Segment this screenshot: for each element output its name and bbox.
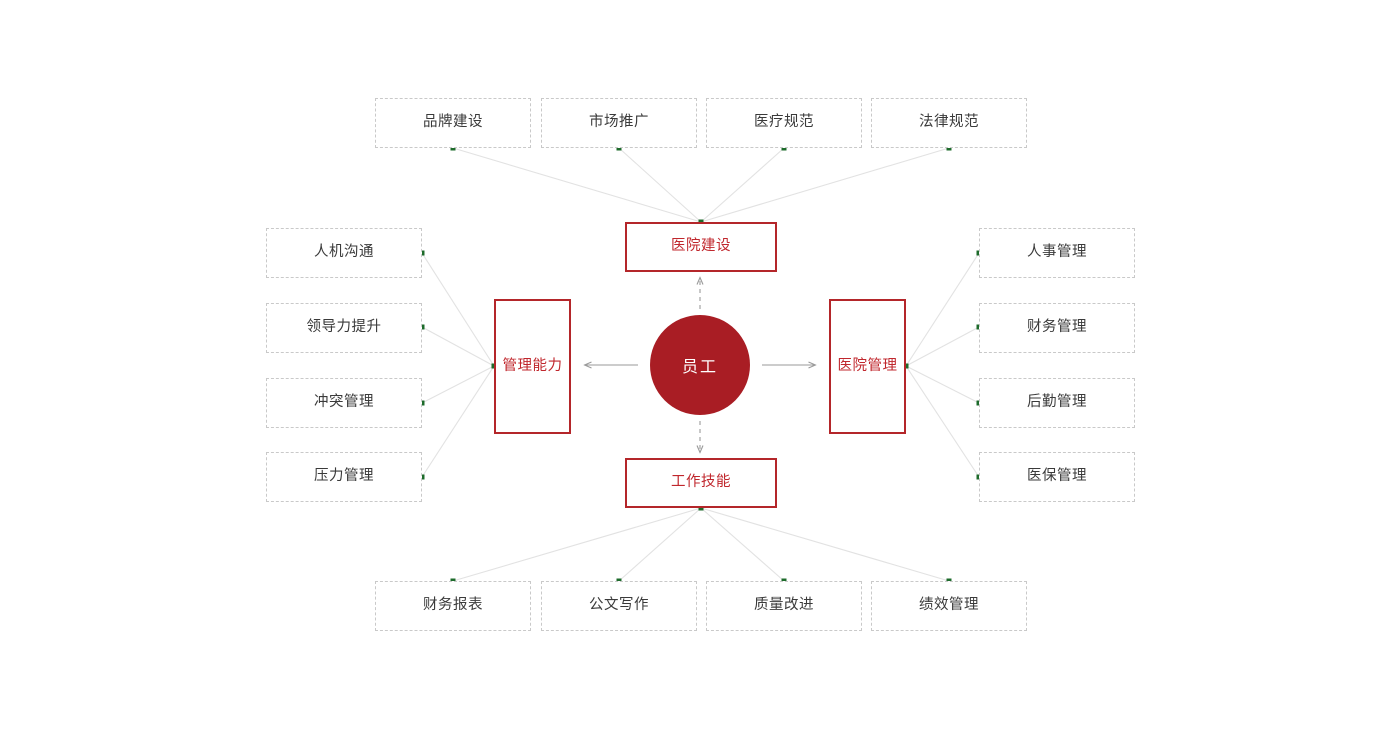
connector-dot-human-machine-communication [419,250,425,256]
connector-dot-legal-standards [946,145,952,151]
leaf-node-conflict-management[interactable]: 冲突管理 [266,378,422,428]
link-performance-management-to-work-skills [700,507,950,582]
connector-dot-medical-standards [781,145,787,151]
leaf-node-label: 人事管理 [1027,244,1087,261]
branch-node-hospital-construction[interactable]: 医院建设 [625,222,777,272]
leaf-node-label: 财务报表 [423,597,483,614]
branch-node-management-ability[interactable]: 管理能力 [494,299,571,434]
leaf-node-label: 品牌建设 [423,114,483,131]
connector-dot-work-skills [698,505,704,511]
leaf-node-label: 绩效管理 [919,597,979,614]
leaf-node-human-machine-communication[interactable]: 人机沟通 [266,228,422,278]
link-human-machine-communication-to-management-ability [421,252,495,367]
link-financial-statements-to-work-skills [452,507,702,582]
leaf-node-legal-standards[interactable]: 法律规范 [871,98,1027,148]
connector-dot-stress-management [419,474,425,480]
branch-node-work-skills[interactable]: 工作技能 [625,458,777,508]
leaf-node-logistics-management[interactable]: 后勤管理 [979,378,1135,428]
center-node-employee[interactable]: 员工 [650,315,750,415]
link-market-promotion-to-hospital-construction [618,147,702,223]
leaf-node-label: 市场推广 [589,114,649,131]
leaf-node-label: 压力管理 [314,468,374,485]
branch-node-hospital-management[interactable]: 医院管理 [829,299,906,434]
link-conflict-management-to-management-ability [421,365,495,404]
leaf-node-label: 后勤管理 [1027,394,1087,411]
leaf-node-personnel-management[interactable]: 人事管理 [979,228,1135,278]
link-leadership-improvement-to-management-ability [421,326,495,367]
connector-dot-conflict-management [419,400,425,406]
leaf-node-label: 人机沟通 [314,244,374,261]
link-medical-standards-to-hospital-construction [700,147,785,223]
leaf-node-brand-building[interactable]: 品牌建设 [375,98,531,148]
leaf-node-label: 领导力提升 [306,319,382,336]
leaf-node-leadership-improvement[interactable]: 领导力提升 [266,303,422,353]
link-brand-building-to-hospital-construction [452,147,702,223]
link-personnel-management-to-hospital-management [905,252,980,367]
link-stress-management-to-management-ability [421,365,495,478]
connector-dot-brand-building [450,145,456,151]
leaf-node-medical-insurance-management[interactable]: 医保管理 [979,452,1135,502]
link-quality-improvement-to-work-skills [700,507,785,582]
branch-node-label: 工作技能 [671,474,731,491]
branch-node-label: 医院建设 [671,238,731,255]
leaf-node-label: 法律规范 [919,114,979,131]
leaf-node-medical-standards[interactable]: 医疗规范 [706,98,862,148]
branch-node-label: 管理能力 [502,357,563,374]
leaf-node-label: 冲突管理 [314,394,374,411]
leaf-node-performance-management[interactable]: 绩效管理 [871,581,1027,631]
leaf-node-quality-improvement[interactable]: 质量改进 [706,581,862,631]
connector-dot-hospital-management [903,363,909,369]
link-official-document-writing-to-work-skills [618,507,702,582]
connector-dot-leadership-improvement [419,324,425,330]
leaf-node-stress-management[interactable]: 压力管理 [266,452,422,502]
leaf-node-market-promotion[interactable]: 市场推广 [541,98,697,148]
link-financial-management-to-hospital-management [905,326,980,367]
leaf-node-financial-statements[interactable]: 财务报表 [375,581,531,631]
branch-node-label: 医院管理 [837,357,898,374]
leaf-node-label: 医疗规范 [754,114,814,131]
connector-dot-market-promotion [616,145,622,151]
leaf-node-label: 财务管理 [1027,319,1087,336]
center-node-label: 员工 [681,359,718,376]
link-medical-insurance-management-to-hospital-management [905,365,980,478]
leaf-node-label: 公文写作 [589,597,649,614]
leaf-node-label: 质量改进 [754,597,814,614]
link-legal-standards-to-hospital-construction [700,147,950,223]
link-logistics-management-to-hospital-management [905,365,980,404]
leaf-node-label: 医保管理 [1027,468,1087,485]
leaf-node-official-document-writing[interactable]: 公文写作 [541,581,697,631]
leaf-node-financial-management[interactable]: 财务管理 [979,303,1135,353]
